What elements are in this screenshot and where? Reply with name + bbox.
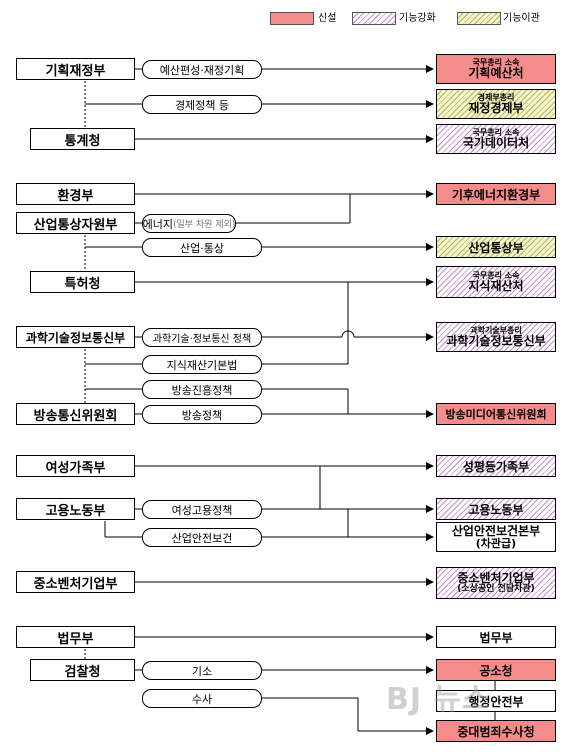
tgt-safety-agency-sub: (차관급) [475, 536, 517, 550]
tgt-budget-office-name: 기획예산처 [468, 65, 524, 80]
tgt-budget-office-sub: 국무총리 소속 [472, 57, 520, 67]
fn-industrial-safety: 산업안전보건 [142, 528, 262, 547]
legend-transfer-swatch [457, 12, 501, 25]
tgt-safety-agency: 산업안전보건본부 (차관급) [436, 522, 556, 552]
tgt-data-office: 국무총리 소속 국가데이터처 [436, 124, 556, 154]
legend-transfer-label: 기능이관 [503, 13, 540, 24]
src-statistics: 통계청 [30, 128, 135, 150]
fn-indictment: 기소 [142, 661, 262, 680]
tgt-trade-industry: 산업통상부 [436, 236, 556, 258]
tgt-msit-new-sub: 과학기술부총리 [470, 325, 522, 335]
src-justice: 법무부 [16, 626, 135, 648]
watermark: BJ 뉴스 [386, 682, 491, 717]
fn-broadcast-policy: 방송정책 [142, 405, 262, 424]
fn-energy: 에너지(일부 차원 제외) [142, 214, 236, 233]
src-patent: 특허청 [30, 271, 135, 293]
tgt-crime-agency: 중대범죄수사청 [436, 720, 556, 742]
src-kcc: 방송통신위원회 [16, 403, 135, 425]
src-industry: 산업통상자원부 [16, 212, 135, 234]
tgt-ip-office-sub: 국무총리 소속 [472, 270, 520, 280]
tgt-interior: 행정안전부 [436, 690, 556, 712]
tgt-sme-new: 중소벤처기업부 (소상공인 전담차관) [436, 567, 556, 599]
tgt-sme-new-sub: (소상공인 전담차관) [457, 583, 535, 594]
src-gender: 여성가족부 [16, 455, 135, 477]
src-sme: 중소벤처기업부 [16, 571, 135, 593]
tgt-finance-econ: 경제부총리 재정경제부 [436, 89, 556, 119]
tgt-media-comm: 방송미디어통신위원회 [436, 403, 556, 425]
tgt-justice-new: 법무부 [436, 626, 556, 648]
tgt-labor-new: 고용노동부 [436, 498, 556, 520]
fn-budget: 예산편성·재정기획 [142, 60, 262, 79]
tgt-msit-new: 과학기술부총리 과학기술정보통신부 [436, 322, 556, 352]
tgt-budget-office: 국무총리 소속 기획예산처 [436, 54, 556, 84]
fn-industry-trade: 산업·통상 [142, 238, 262, 257]
tgt-indict-agency: 공소청 [436, 659, 556, 681]
src-labor: 고용노동부 [16, 498, 135, 520]
tgt-sme-new-name: 중소벤처기업부 [457, 570, 535, 585]
fn-broadcast-promo: 방송진흥정책 [142, 380, 262, 399]
legend-new-label: 신설 [318, 13, 337, 24]
src-prosecution: 검찰청 [30, 659, 135, 681]
tgt-finance-econ-sub: 경제부총리 [477, 92, 515, 102]
fn-women-employment: 여성고용정책 [142, 500, 262, 519]
fn-investigation: 수사 [142, 689, 262, 708]
fn-energy-note: (일부 차원 제외) [172, 220, 236, 230]
src-environment: 환경부 [16, 183, 135, 205]
fn-econ-policy: 경제정책 등 [142, 95, 262, 114]
legend-new-swatch [270, 12, 314, 25]
src-moef: 기획재정부 [16, 58, 135, 80]
tgt-ip-office: 국무총리 소속 지식재산처 [436, 266, 556, 298]
tgt-finance-econ-name: 재정경제부 [468, 100, 524, 115]
tgt-ip-office-name: 지식재산처 [468, 278, 524, 293]
fn-energy-label: 에너지 [142, 217, 173, 231]
src-msit: 과학기술정보통신부 [16, 326, 135, 348]
tgt-data-office-sub: 국무총리 소속 [472, 127, 520, 137]
fn-ip-law: 지식재산기본법 [142, 355, 262, 374]
tgt-gender-family: 성평등가족부 [436, 455, 556, 477]
tgt-safety-agency-name: 산업안전보건본부 [451, 523, 541, 538]
fn-sci-ict: 과학기술·정보통신 정책 [142, 328, 262, 347]
tgt-climate-env: 기후에너지환경부 [436, 183, 556, 205]
tgt-msit-new-name: 과학기술정보통신부 [446, 333, 546, 348]
legend-strengthen-label: 기능강화 [399, 13, 436, 24]
legend-strengthen-swatch [352, 12, 396, 25]
tgt-data-office-name: 국가데이터처 [462, 135, 530, 150]
